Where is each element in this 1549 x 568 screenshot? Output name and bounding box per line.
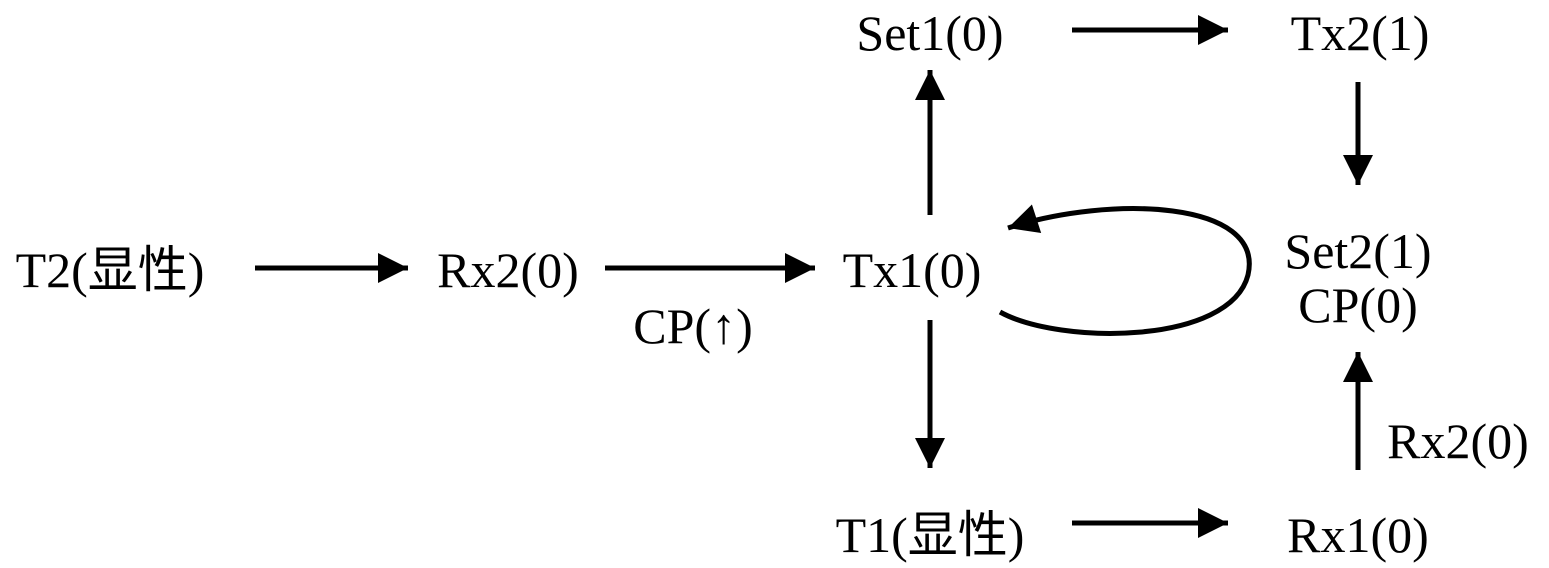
node-tx2: Tx2(1): [1291, 5, 1430, 61]
edge-label-cp-rise: CP(↑): [633, 298, 752, 354]
node-set1: Set1(0): [856, 5, 1003, 61]
node-rx1: Rx1(0): [1287, 507, 1429, 563]
node-tx1: Tx1(0): [843, 242, 982, 298]
node-cp0: CP(0): [1298, 277, 1417, 333]
node-t1: T1(显性): [836, 507, 1025, 563]
node-rx2: Rx2(0): [437, 242, 579, 298]
arrow-tx1-self-loop: [998, 204, 1252, 336]
node-t2: T2(显性): [16, 242, 205, 298]
edge-label-rx2: Rx2(0): [1387, 413, 1529, 469]
node-set2: Set2(1): [1284, 223, 1431, 279]
